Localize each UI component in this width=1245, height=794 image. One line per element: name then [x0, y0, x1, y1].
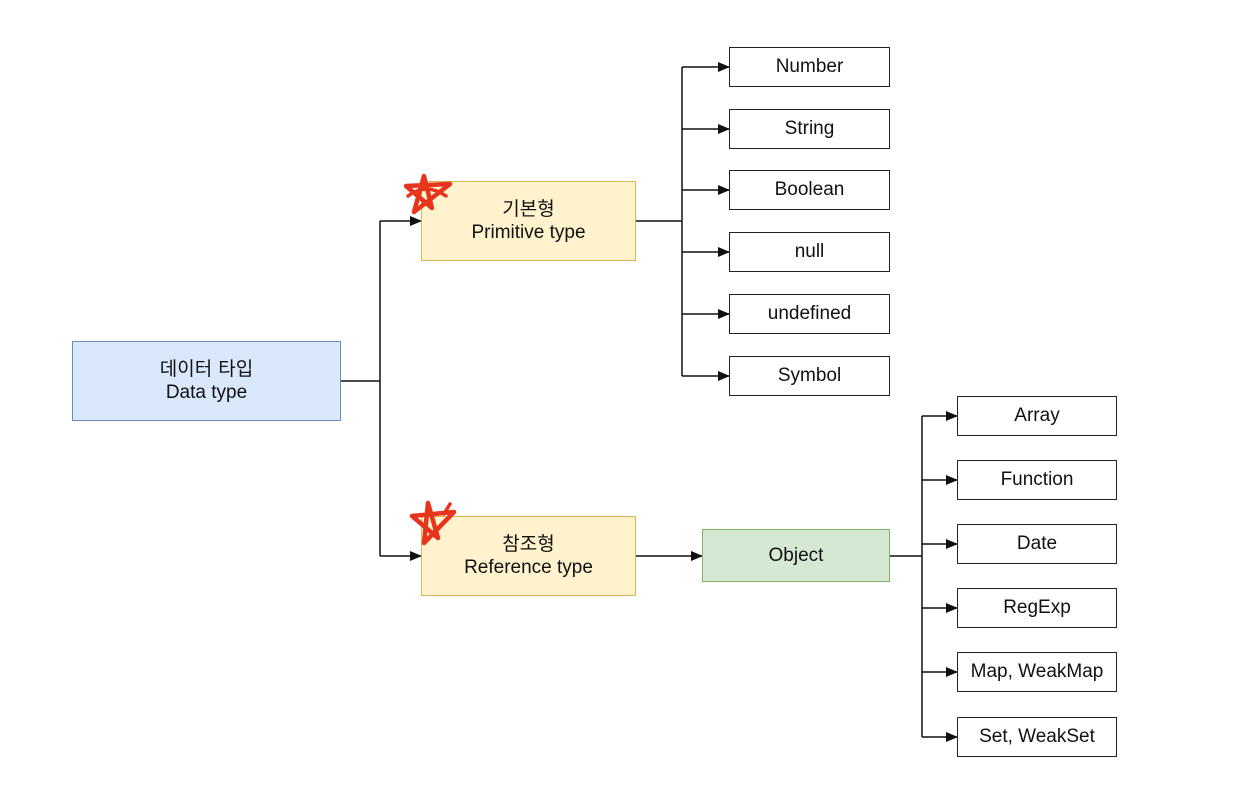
object-trunk-line	[890, 416, 923, 737]
object-item-label: Map, WeakMap	[970, 661, 1104, 682]
primitive-item-symbol: Symbol	[729, 356, 890, 396]
primitive-item-label: Boolean	[774, 179, 845, 200]
object-item-label: Set, WeakSet	[979, 726, 1095, 747]
data-type-label-ko: 데이터 타입	[159, 358, 254, 380]
object-item-regexp: RegExp	[957, 588, 1117, 628]
primitive-trunk-line	[636, 67, 683, 376]
primitive-item-label: undefined	[767, 303, 852, 324]
object-label: Object	[768, 544, 824, 566]
object-item-label: RegExp	[1003, 597, 1071, 618]
primitive-item-undefined: undefined	[729, 294, 890, 334]
primitive-item-null: null	[729, 232, 890, 272]
primitive-type-node: 기본형 Primitive type	[421, 181, 636, 261]
object-item-label: Function	[1000, 469, 1074, 490]
reference-type-label-en: Reference type	[464, 557, 593, 578]
primitive-item-string: String	[729, 109, 890, 149]
object-item-label: Array	[1014, 405, 1060, 426]
object-item-map-weakmap: Map, WeakMap	[957, 652, 1117, 692]
primitive-item-label: String	[784, 118, 835, 139]
object-item-array: Array	[957, 396, 1117, 436]
primitive-item-label: null	[794, 241, 825, 262]
root-trunk-line	[341, 221, 381, 556]
reference-type-label-ko: 참조형	[502, 533, 555, 555]
reference-type-node: 참조형 Reference type	[421, 516, 636, 596]
object-item-set-weakset: Set, WeakSet	[957, 717, 1117, 757]
data-type-node: 데이터 타입 Data type	[72, 341, 341, 421]
object-item-function: Function	[957, 460, 1117, 500]
primitive-item-label: Number	[775, 56, 844, 77]
data-type-label-en: Data type	[165, 382, 248, 403]
star-mark-icon	[403, 173, 453, 215]
primitive-item-boolean: Boolean	[729, 170, 890, 210]
object-node: Object	[702, 529, 890, 582]
star-mark-icon	[409, 500, 457, 546]
object-item-date: Date	[957, 524, 1117, 564]
primitive-item-label: Symbol	[777, 365, 842, 386]
primitive-type-label-ko: 기본형	[502, 198, 555, 220]
primitive-type-label-en: Primitive type	[471, 222, 586, 243]
object-item-label: Date	[1016, 533, 1058, 554]
primitive-item-number: Number	[729, 47, 890, 87]
